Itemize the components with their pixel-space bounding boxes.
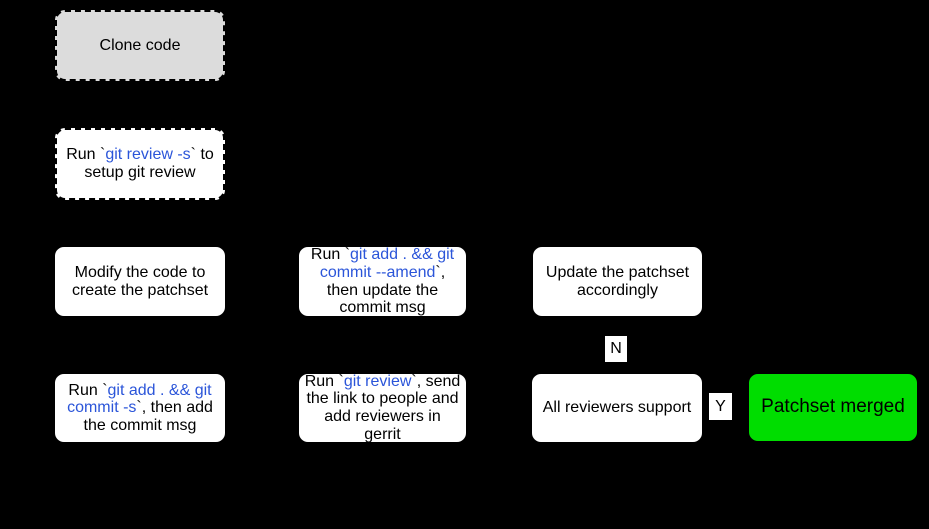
node-setup-git-review: Run `git review -s` to setup git review	[55, 128, 225, 200]
node-run-git-review: Run `git review`, send the link to peopl…	[298, 373, 467, 443]
node-add-commit-msg-label: Run `git add . && git commit -s`, then a…	[67, 381, 213, 434]
edge-label-yes: Y	[709, 393, 732, 420]
node-all-reviewers-support-label: All reviewers support	[542, 399, 692, 417]
node-modify-code: Modify the code to create the patchset	[54, 246, 226, 317]
node-update-patchset: Update the patchset accordingly	[532, 246, 703, 317]
node-patchset-merged: Patchset merged	[748, 373, 918, 442]
node-add-commit-msg: Run `git add . && git commit -s`, then a…	[54, 373, 226, 443]
node-update-patchset-label: Update the patchset accordingly	[545, 263, 690, 299]
node-run-git-review-label: Run `git review`, send the link to peopl…	[304, 372, 461, 443]
node-clone-code-label: Clone code	[99, 36, 181, 54]
node-modify-code-label: Modify the code to create the patchset	[71, 263, 209, 299]
edge-label-no: N	[605, 336, 627, 362]
node-patchset-merged-label: Patchset merged	[761, 396, 905, 418]
node-setup-git-review-label: Run `git review -s` to setup git review	[66, 146, 214, 181]
node-amend-commit: Run `git add . && git commit --amend`, t…	[298, 246, 467, 317]
node-clone-code: Clone code	[55, 10, 225, 81]
node-amend-commit-label: Run `git add . && git commit --amend`, t…	[310, 246, 455, 317]
node-all-reviewers-support: All reviewers support	[531, 373, 703, 443]
